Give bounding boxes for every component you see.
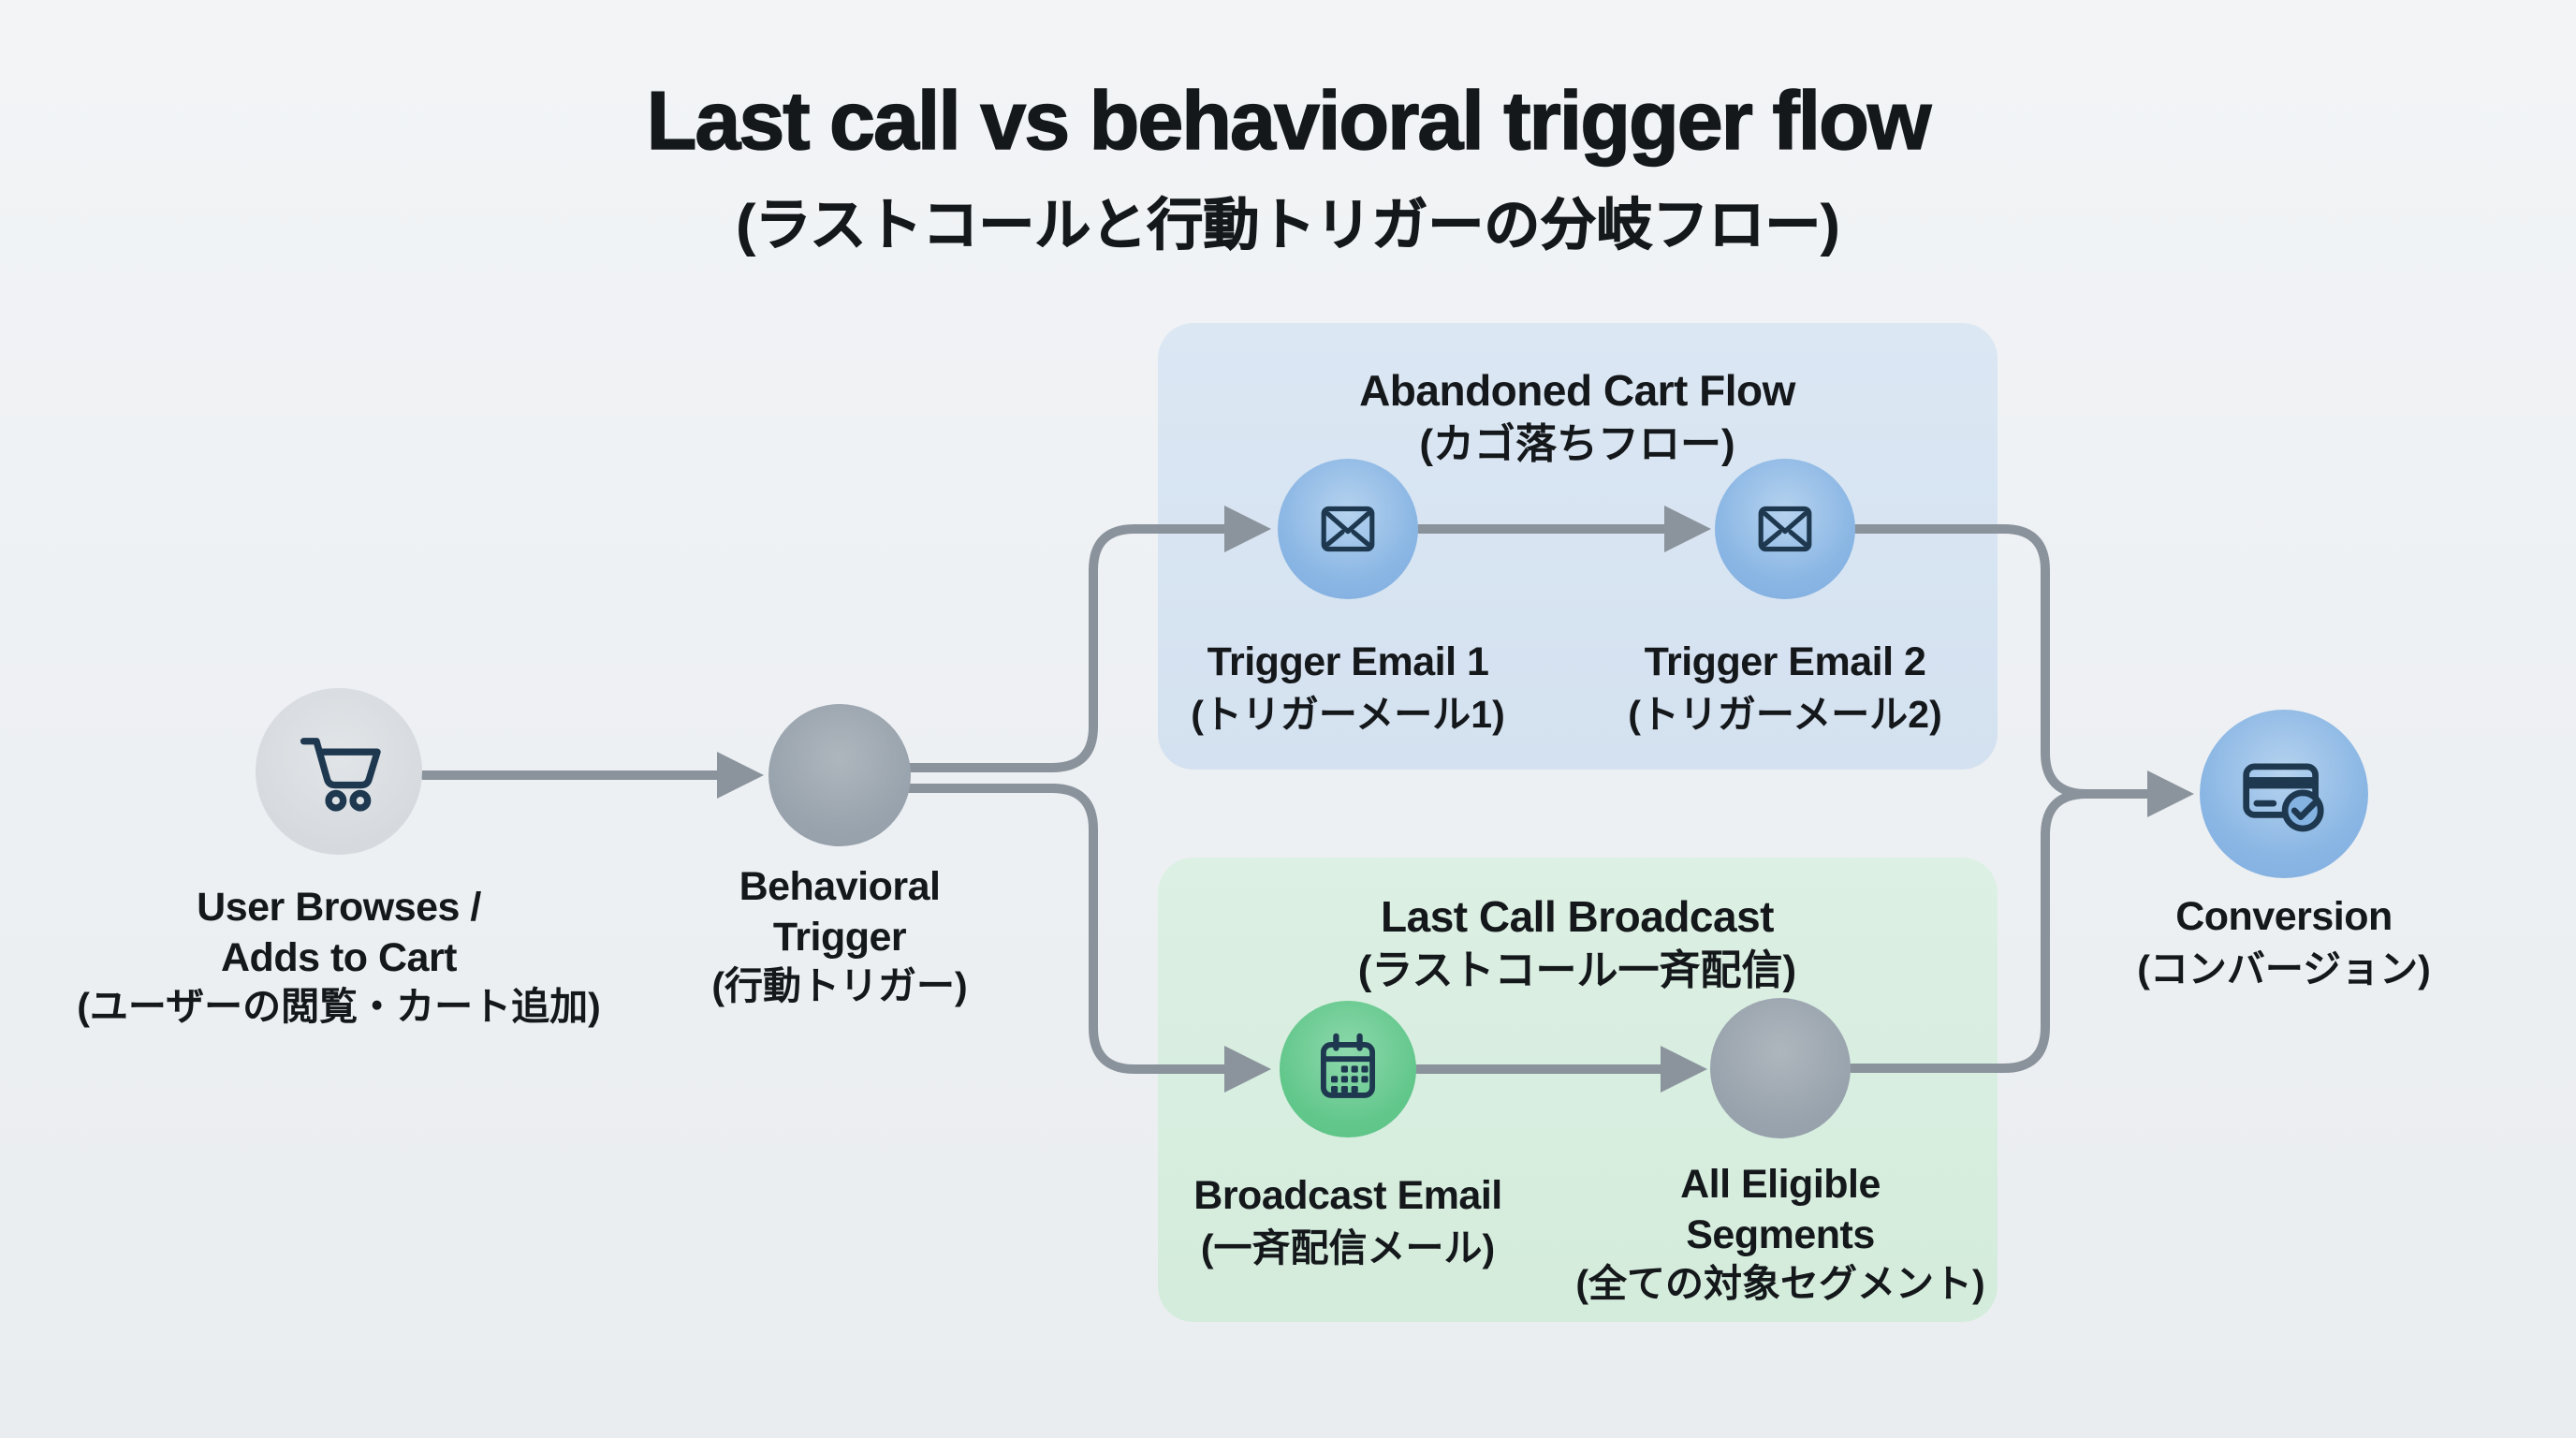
connector-trigger-to-email1 [885,524,1229,772]
trigger-label-line1: Behavioral [739,864,941,909]
arrowhead-cart-to-trigger [717,752,764,799]
arrowhead-trigger-to-email1 [1224,506,1271,552]
broadcast-email-label: Broadcast Email [1193,1173,1502,1218]
connector-segments-to-merge [1847,789,2091,1073]
credit-card-check-icon [2243,763,2324,832]
arrowhead-email1-to-email2 [1664,506,1711,552]
segments-label-line1: All Eligible [1680,1162,1881,1207]
page-title: Last call vs behavioral trigger flow [646,73,1932,168]
calendar-icon [1320,1033,1376,1098]
panel-title-last-call-jp: (ラストコール一斉配信) [1357,947,1797,993]
arrowhead-merge-to-conversion [2147,770,2194,817]
connector-trigger-to-broadcast [885,784,1229,1074]
calendar-dots [1331,1065,1368,1093]
node-conversion [2200,710,2368,878]
connector-email2-to-merge [1852,524,2091,799]
cart-label-jp: (ユーザーの閲覧・カート追加) [77,985,601,1028]
node-behavioral-trigger [768,704,911,846]
node-trigger-email-1 [1278,459,1418,599]
segments-label-line2: Segments [1686,1212,1875,1257]
conversion-label: Conversion [2175,894,2393,939]
page-title-japanese: (ラストコールと行動トリガーの分岐フロー) [736,194,1840,257]
node-all-eligible-segments [1710,998,1851,1138]
panel-title-abandoned-cart: Abandoned Cart Flow [1359,366,1795,415]
shopping-cart-icon [300,738,381,812]
envelope-icon [1758,506,1812,552]
panel-title-last-call: Last Call Broadcast [1381,892,1774,941]
trigger-label-jp: (行動トリガー) [711,964,968,1007]
envelope-icon [1321,506,1375,552]
cart-label-line1: User Browses / [197,885,481,930]
arrowhead-broadcast-to-segments [1661,1046,1707,1093]
trigger-label-line2: Trigger [772,915,907,960]
cart-label-line2: Adds to Cart [221,935,458,980]
node-user-browses [256,688,422,855]
broadcast-email-label-jp: (一斉配信メール) [1200,1226,1496,1269]
trigger-email-1-label: Trigger Email 1 [1207,639,1489,684]
panel-title-abandoned-cart-jp: (カゴ落ちフロー) [1419,421,1735,467]
trigger-email-1-label-jp: (トリガーメール1) [1191,693,1505,736]
node-broadcast-email [1280,1001,1416,1137]
segments-label-jp: (全ての対象セグメント) [1575,1262,1985,1305]
conversion-label-jp: (コンバージョン) [2137,947,2431,990]
arrowhead-trigger-to-broadcast [1224,1046,1271,1093]
node-trigger-email-2 [1715,459,1855,599]
trigger-email-2-label-jp: (トリガーメール2) [1628,693,1942,736]
trigger-email-2-label: Trigger Email 2 [1644,639,1926,684]
